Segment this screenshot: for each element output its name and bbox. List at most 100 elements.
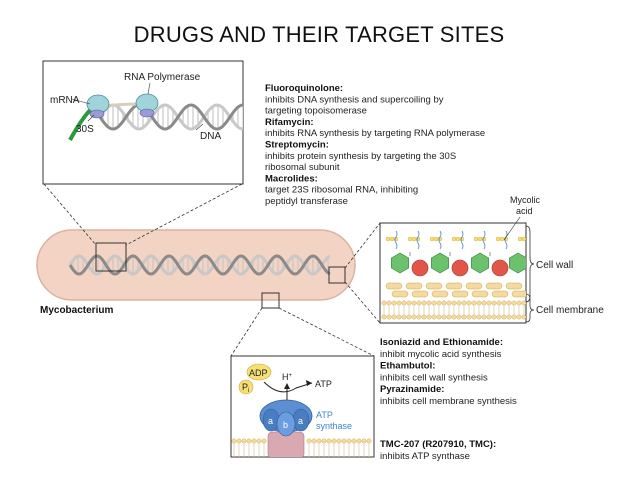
membrane-head — [511, 314, 517, 320]
label-line — [87, 114, 95, 122]
drug-top-desc: inhibits RNA synthesis by targeting RNA … — [265, 128, 485, 139]
label-line — [195, 123, 204, 131]
lipid-rod — [471, 290, 489, 298]
membrane-head — [456, 300, 462, 306]
drug-top-desc: target 23S ribosomal RNA, inhibiting — [265, 185, 418, 196]
lipid-rod — [431, 290, 449, 298]
drug-list-top: Fluoroquinolone:inhibits DNA synthesis a… — [265, 83, 485, 207]
drug-top-name: Fluoroquinolone: — [265, 83, 343, 94]
cell-wall-inset — [379, 222, 527, 324]
membrane-head — [401, 314, 407, 320]
membrane-head — [466, 300, 472, 306]
drug-wall-name: Isoniazid and Ethionamide: — [380, 337, 503, 348]
membrane-head — [466, 314, 472, 320]
subunit-b-label: b — [283, 420, 288, 430]
mycolic-bead — [451, 236, 457, 242]
membrane-head — [451, 300, 457, 306]
mycolic-acid-label-2: acid — [516, 206, 533, 216]
mycolic-bead — [433, 236, 439, 242]
lipid-rod — [405, 282, 423, 290]
zoom-line — [344, 281, 381, 324]
membrane-head — [386, 300, 392, 306]
membrane-head — [481, 314, 487, 320]
reaction-arrowhead — [306, 380, 312, 386]
mycolic-bead — [407, 236, 413, 242]
membrane-head — [401, 300, 407, 306]
drug-wall-desc: inhibit mycolic acid synthesis — [380, 349, 502, 360]
cell-wall-brace — [525, 225, 535, 303]
label-line — [503, 216, 521, 241]
membrane-head — [471, 300, 477, 306]
membrane-head — [406, 300, 412, 306]
ribosome-small — [89, 109, 105, 119]
arabinogalactan-hexagon — [430, 252, 450, 274]
membrane-head — [431, 300, 437, 306]
membrane-head — [441, 300, 447, 306]
membrane-head — [381, 300, 387, 306]
lipid-rod — [511, 290, 526, 298]
drug-top-desc: inhibits protein synthesis by targeting … — [265, 151, 456, 162]
dna-zoom-box — [95, 242, 127, 272]
mycolic-bead — [521, 236, 526, 242]
proton-arrowhead — [284, 383, 290, 389]
mycolic-chain — [394, 230, 398, 250]
membrane-head — [316, 438, 322, 444]
mycolic-bead — [517, 236, 523, 242]
mycolic-bead — [473, 236, 479, 242]
zoom-line — [278, 307, 375, 357]
zoom-line — [125, 183, 243, 246]
adp-molecule — [246, 363, 272, 381]
membrane-head — [366, 438, 372, 444]
membrane-head — [306, 438, 312, 444]
rna-polymerase-label: RNA Polymerase — [124, 72, 201, 83]
membrane-head — [361, 438, 367, 444]
subunit-b — [276, 411, 296, 437]
membrane-head — [326, 438, 332, 444]
membrane-head — [261, 438, 267, 444]
arabinogalactan-hexagon — [470, 252, 490, 274]
lipid-rod — [445, 282, 463, 290]
membrane-head — [391, 300, 397, 306]
arabinogalactan-hexagon — [508, 252, 526, 274]
membrane-head — [486, 300, 492, 306]
mycolic-bead — [385, 236, 391, 242]
membrane-head — [491, 300, 497, 306]
subunit-a-left-label: a — [268, 416, 273, 426]
membrane-head — [476, 300, 482, 306]
peptidoglycan-circle — [411, 259, 429, 277]
membrane-head — [491, 314, 497, 320]
membrane-head — [416, 314, 422, 320]
membrane-head — [496, 300, 502, 306]
membrane-head — [426, 300, 432, 306]
membrane-head — [336, 438, 342, 444]
mycolic-chain — [460, 230, 464, 250]
membrane-head — [421, 314, 427, 320]
mrna-label: mRNA — [50, 95, 80, 106]
mycolic-bead — [525, 238, 526, 240]
membrane-head — [496, 314, 502, 320]
mycolic-bead — [455, 236, 461, 242]
cell-membrane-brace — [525, 293, 535, 323]
zoom-line — [344, 222, 381, 269]
inset-dna-helix — [98, 103, 243, 131]
drug-wall-desc: inhibits cell wall synthesis — [380, 372, 488, 383]
lipid-rod — [485, 282, 503, 290]
membrane-head — [446, 314, 452, 320]
lipid-rod — [411, 290, 429, 298]
mycolic-bead — [495, 236, 501, 242]
mycolic-bead — [389, 236, 395, 242]
drug-top-desc: inhibits DNA synthesis and supercoiling … — [265, 94, 444, 105]
label-line — [71, 98, 91, 105]
ribosome-30s-label: 30S — [76, 124, 94, 135]
membrane-head — [501, 300, 507, 306]
peptidoglycan-circle — [491, 259, 509, 277]
membrane-head — [451, 314, 457, 320]
membrane-head — [421, 300, 427, 306]
membrane-head — [441, 314, 447, 320]
membrane-head — [391, 314, 397, 320]
membrane-head — [411, 300, 417, 306]
bacterium-label: Mycobacterium — [40, 305, 113, 316]
membrane-head — [381, 314, 387, 320]
membrane-head — [416, 300, 422, 306]
